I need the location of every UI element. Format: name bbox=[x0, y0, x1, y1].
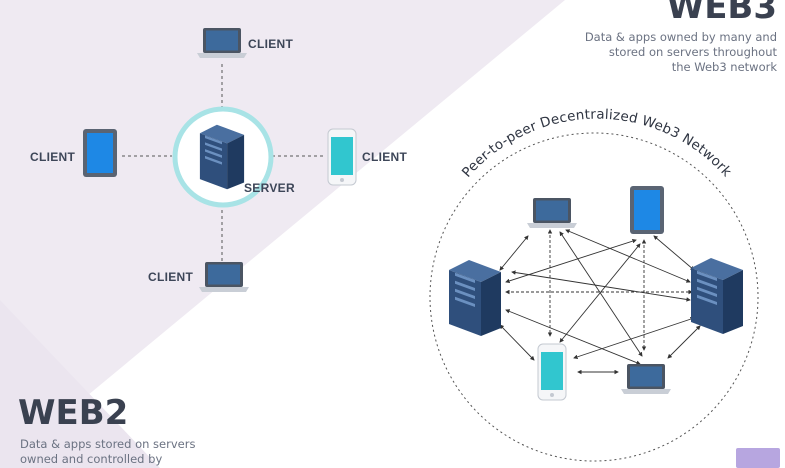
web3-network-circle bbox=[429, 132, 759, 462]
web3-title: WEB3 bbox=[666, 0, 777, 27]
top-client-label: CLIENT bbox=[248, 37, 294, 51]
web3-top-laptop-icon bbox=[527, 198, 577, 228]
bottom-client-label: CLIENT bbox=[148, 270, 194, 284]
web2-background-shade bbox=[0, 300, 160, 468]
web2-description: Data & apps stored on servers owned and … bbox=[20, 437, 195, 467]
web3-description-line-1: Data & apps owned by many and bbox=[584, 30, 777, 44]
web2-connectors bbox=[122, 64, 325, 262]
web3-bottom-phone-icon bbox=[537, 343, 567, 401]
web3-links bbox=[499, 229, 701, 375]
web3-description-line-2: stored on servers throughout bbox=[608, 45, 777, 59]
top-client-laptop-icon bbox=[197, 28, 247, 58]
web3-description: Data & apps owned by many and stored on … bbox=[585, 30, 777, 75]
web2-description-line-2: owned and controlled by bbox=[20, 452, 163, 466]
server-label: SERVER bbox=[244, 181, 295, 195]
right-client-label: CLIENT bbox=[362, 150, 408, 164]
web3-description-line-3: the Web3 network bbox=[671, 60, 777, 74]
bottom-client-laptop-icon bbox=[199, 262, 249, 292]
web2-title: WEB2 bbox=[18, 393, 129, 433]
corner-badge bbox=[736, 448, 780, 468]
web3-right-server-icon bbox=[691, 258, 743, 334]
web2-description-line-1: Data & apps stored on servers bbox=[20, 437, 196, 451]
left-client-label: CLIENT bbox=[30, 150, 76, 164]
web3-top-tablet-icon bbox=[630, 186, 664, 234]
web3-bottom-laptop-icon bbox=[621, 364, 671, 394]
web2-background-panel bbox=[0, 0, 565, 468]
web3-network-label: Peer-to-peer Decentralized Web3 Network bbox=[459, 107, 735, 181]
right-client-phone-icon bbox=[327, 128, 357, 186]
web2-server-icon bbox=[199, 124, 245, 190]
left-client-tablet-icon bbox=[83, 129, 117, 177]
web3-left-server-icon bbox=[449, 260, 501, 336]
